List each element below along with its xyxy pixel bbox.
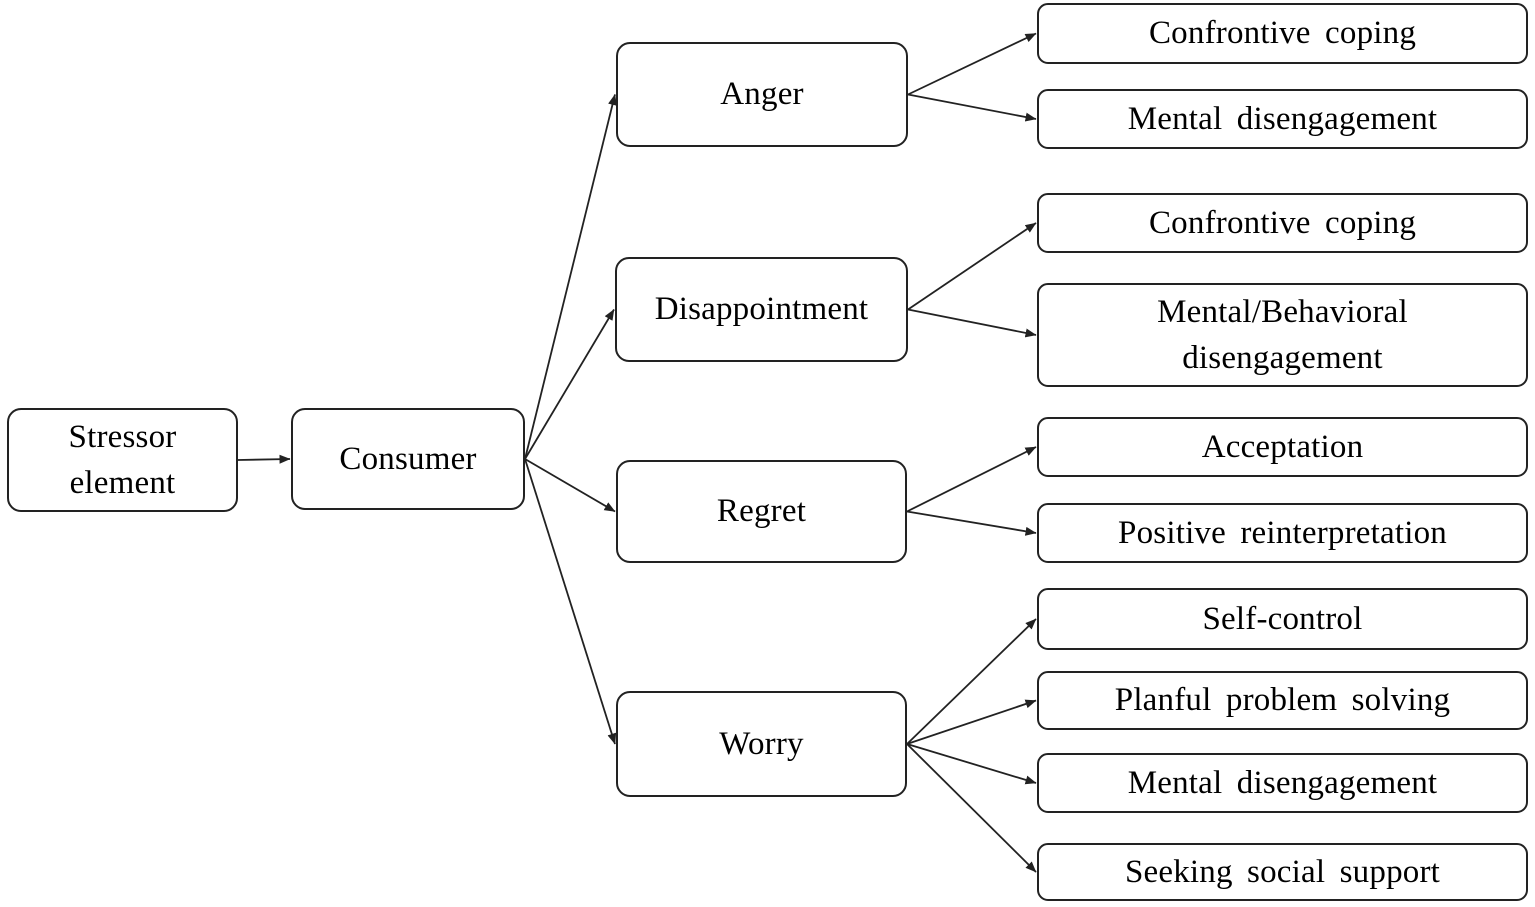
node-consumer: Consumer (291, 408, 525, 510)
edge-consumer-to-disappointment (524, 309, 615, 460)
node-confrontive-coping-disappointment-label: Confrontive coping (1148, 204, 1417, 241)
node-planful-problem-solving-label: Planful problem solving (1114, 682, 1451, 719)
edge-consumer-to-anger (524, 94, 617, 460)
edge-anger-to-confrontive_coping_1 (907, 32, 1037, 96)
node-mental-disengagement-worry-label: Mental disengagement (1127, 764, 1438, 801)
edge-consumer-to-regret (524, 458, 616, 513)
node-acceptation-label: Acceptation (1201, 428, 1364, 465)
node-anger-label: Anger (720, 76, 804, 113)
node-consumer-label: Consumer (339, 440, 477, 477)
node-self-control-label: Self-control (1202, 600, 1363, 637)
node-confrontive-coping-anger: Confrontive coping (1037, 3, 1528, 64)
node-disappointment: Disappointment (615, 257, 908, 362)
node-mental-disengagement-anger-label: Mental disengagement (1127, 100, 1438, 137)
node-confrontive-coping-disappointment: Confrontive coping (1037, 193, 1528, 253)
node-anger: Anger (616, 42, 908, 147)
node-stressor-element: Stressor element (7, 408, 238, 512)
node-mental-disengagement-anger: Mental disengagement (1037, 89, 1528, 149)
edge-disappointment-to-mental_behavioral_disengagement (907, 308, 1037, 338)
edge-regret-to-acceptation (906, 446, 1037, 513)
node-positive-reinterpretation: Positive reinterpretation (1037, 503, 1528, 563)
node-worry-label: Worry (719, 725, 804, 762)
edge-stressor-to-consumer (237, 454, 291, 464)
node-acceptation: Acceptation (1037, 417, 1528, 477)
edge-anger-to-mental_disengagement_1 (907, 93, 1037, 122)
node-self-control: Self-control (1037, 588, 1528, 650)
edge-worry-to-seeking_social_support (906, 743, 1037, 873)
edge-worry-to-planful_problem_solving (906, 699, 1037, 745)
edge-worry-to-self_control (906, 618, 1037, 745)
node-disappointment-label: Disappointment (654, 291, 869, 328)
node-regret-label: Regret (716, 493, 807, 530)
node-regret: Regret (616, 460, 907, 563)
node-confrontive-coping-anger-label: Confrontive coping (1148, 15, 1417, 52)
edge-worry-to-mental_disengagement_2 (906, 743, 1037, 785)
node-mental-behavioral-disengagement: Mental/Behavioral disengagement (1037, 283, 1528, 387)
edge-regret-to-positive_reinterpretation (906, 510, 1037, 536)
edge-consumer-to-worry (524, 458, 617, 745)
node-seeking-social-support: Seeking social support (1037, 843, 1528, 901)
node-worry: Worry (616, 691, 907, 797)
node-stressor-element-label: Stressor element (68, 418, 177, 501)
node-mental-disengagement-worry: Mental disengagement (1037, 753, 1528, 813)
node-positive-reinterpretation-label: Positive reinterpretation (1118, 514, 1447, 551)
node-planful-problem-solving: Planful problem solving (1037, 671, 1528, 730)
node-seeking-social-support-label: Seeking social support (1124, 853, 1441, 890)
edge-disappointment-to-confrontive_coping_2 (907, 222, 1037, 311)
node-mental-behavioral-disengagement-label: Mental/Behavioral disengagement (1157, 293, 1408, 376)
